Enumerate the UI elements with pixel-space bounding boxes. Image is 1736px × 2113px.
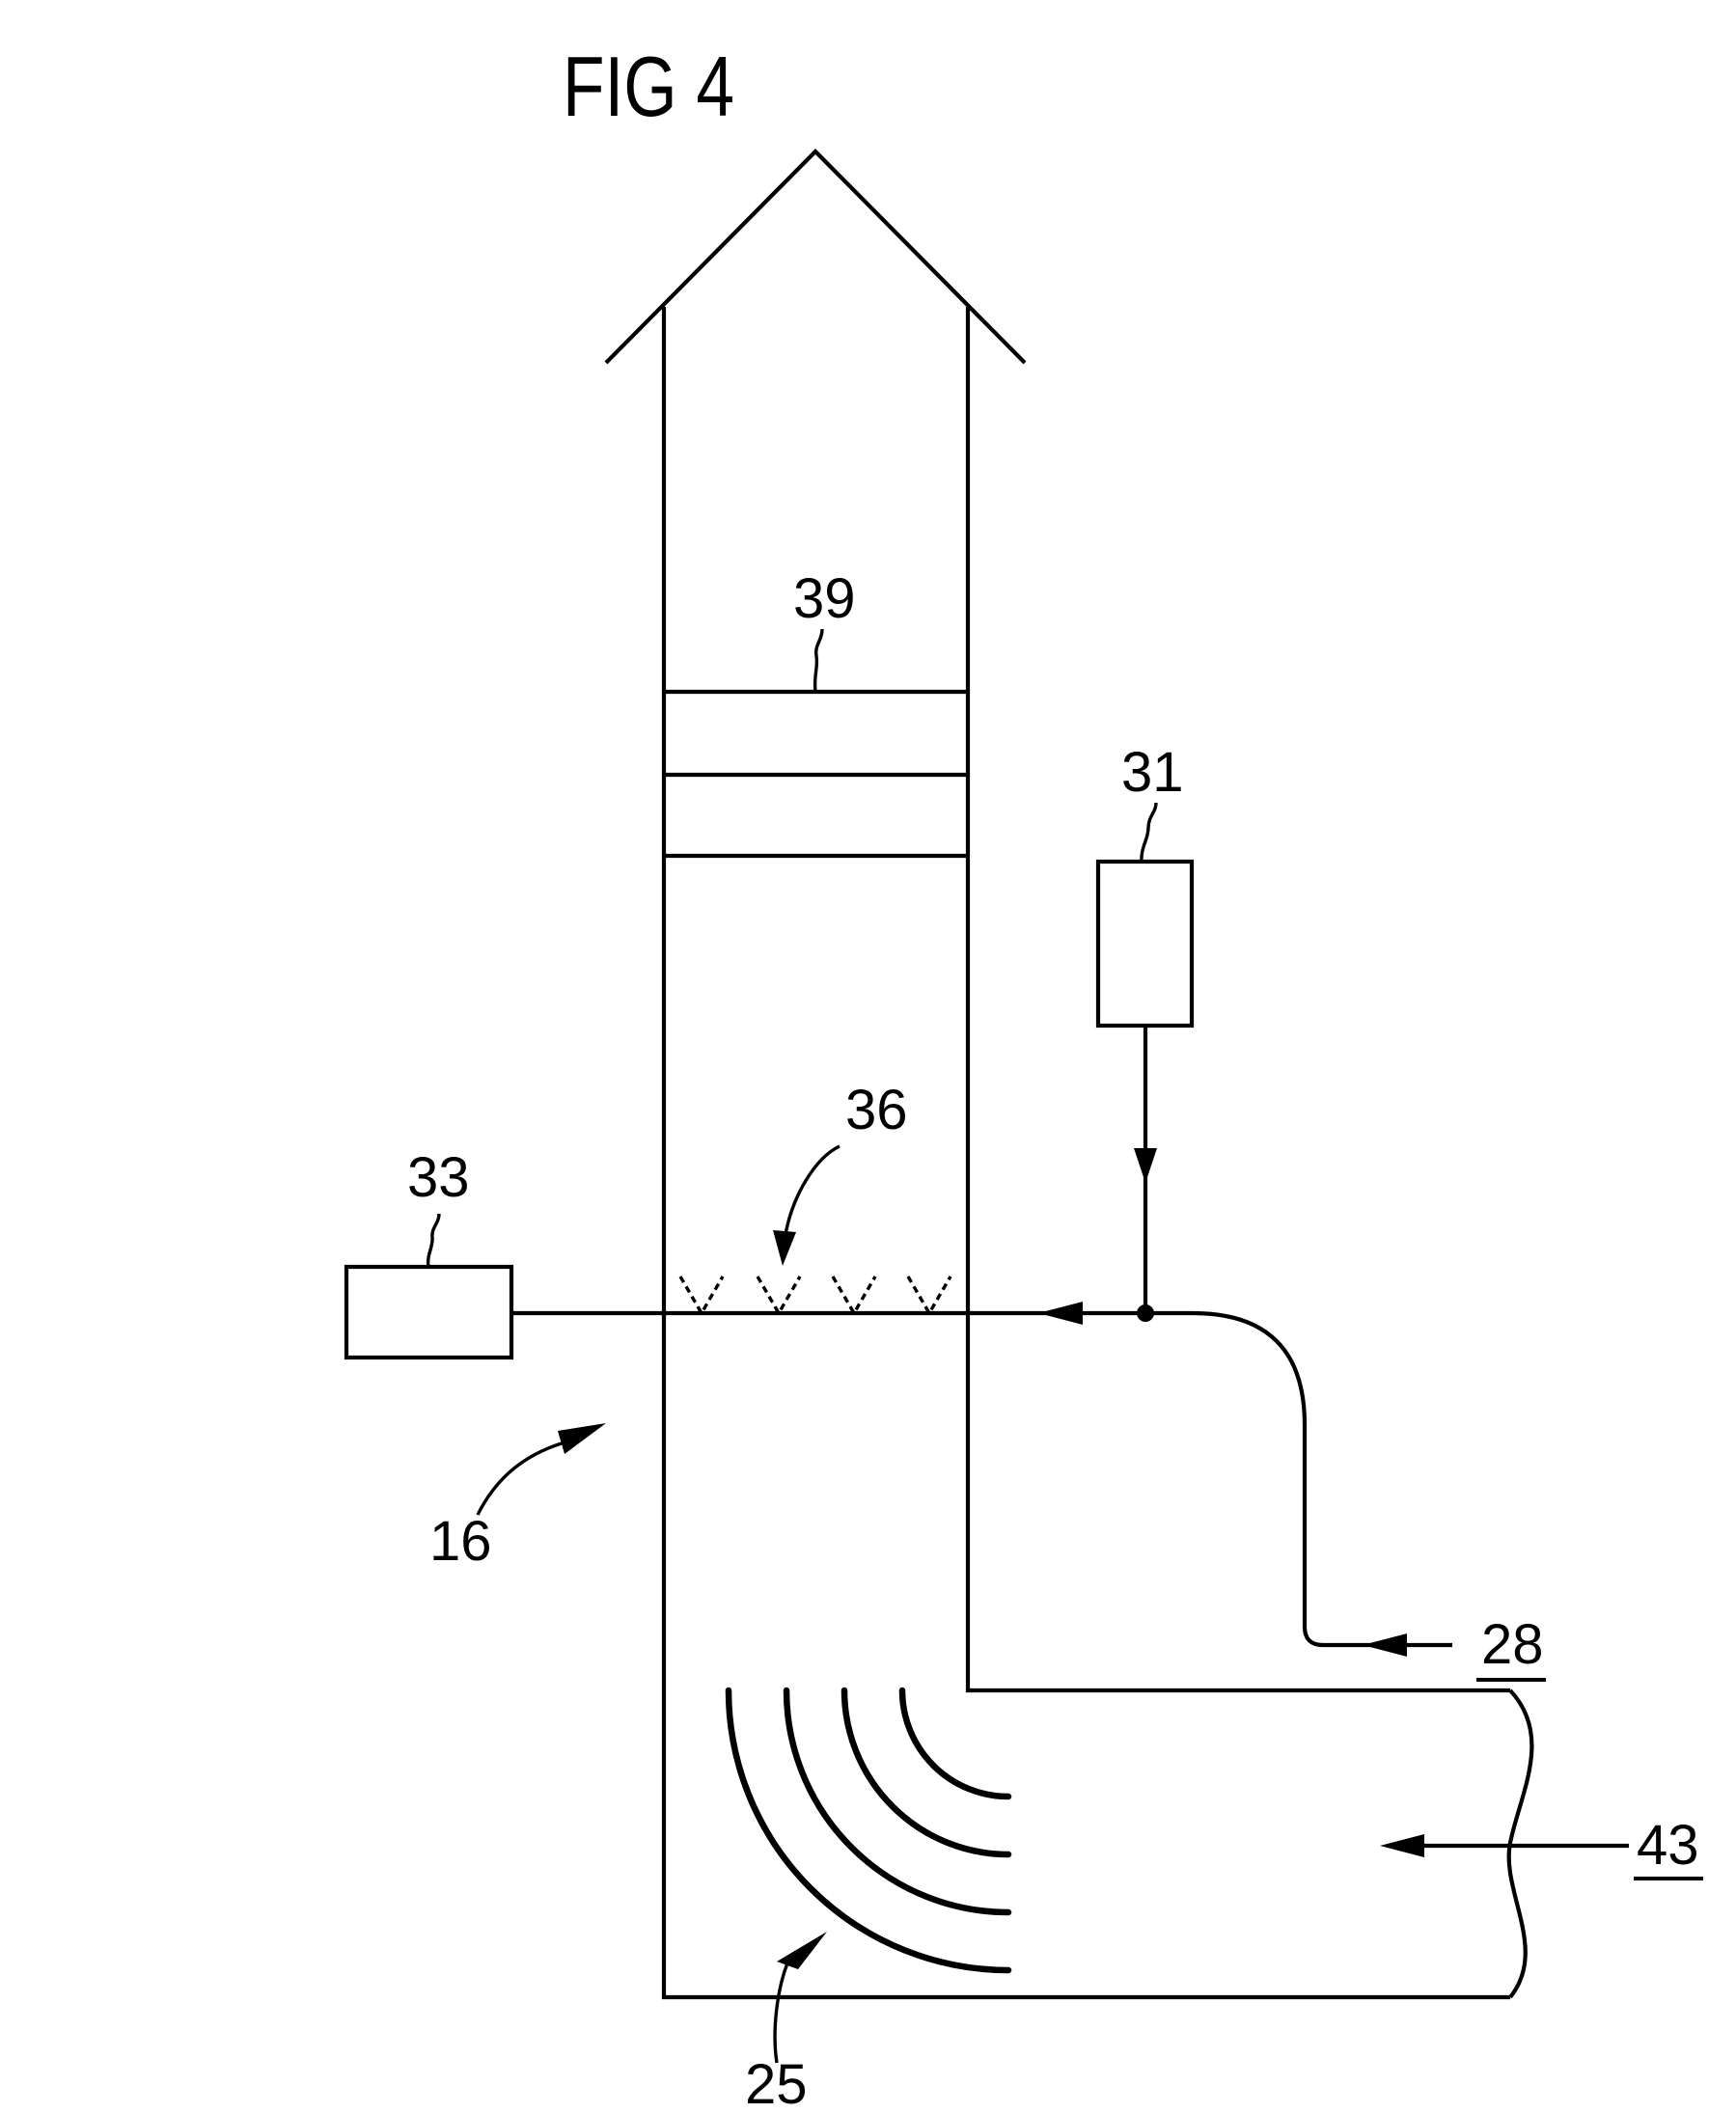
supply-unit-box — [1095, 859, 1195, 1029]
spray-nozzles — [678, 1276, 952, 1317]
label-discharge-unit: 33 — [407, 1146, 470, 1209]
flue-gas-arrowhead — [1380, 1834, 1424, 1857]
arrowhead-16 — [558, 1423, 606, 1454]
label-nozzles: 36 — [845, 1079, 908, 1141]
leader-33 — [426, 1213, 441, 1268]
arrowhead-36 — [773, 1230, 796, 1266]
label-turning-vanes: 25 — [745, 2053, 808, 2113]
arrowhead-25 — [777, 1932, 827, 1969]
label-supply-unit: 31 — [1121, 741, 1184, 804]
label-stack: 16 — [429, 1510, 492, 1573]
label-inlet-fluid: 28 — [1481, 1613, 1544, 1676]
leader-39 — [813, 628, 824, 693]
leader-16 — [476, 1441, 565, 1516]
leader-36 — [783, 1144, 840, 1241]
leader-25 — [773, 1958, 791, 2064]
label-packing: 39 — [793, 567, 856, 630]
supply-arrowhead — [1134, 1148, 1157, 1183]
leader-31 — [1140, 802, 1158, 863]
discharge-unit-box — [344, 1264, 514, 1360]
packing-layers — [664, 689, 968, 859]
feed-arrowhead — [1038, 1302, 1083, 1325]
label-flue-gas: 43 — [1637, 1814, 1699, 1877]
inlet-arrowhead — [1363, 1633, 1407, 1657]
inlet-line — [1145, 1310, 1452, 1648]
stack-outline — [604, 149, 1534, 2000]
turning-vanes — [725, 1687, 1012, 1974]
figure-title: FIG 4 — [563, 39, 734, 134]
